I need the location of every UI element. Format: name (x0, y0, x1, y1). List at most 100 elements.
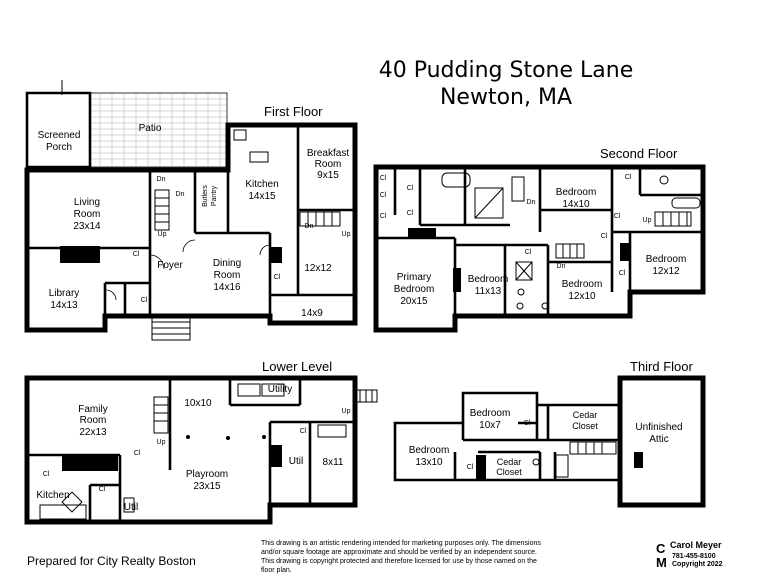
disclaimer-line-1: This drawing is an artistic rendering in… (261, 540, 541, 547)
lower-util-block (271, 445, 282, 467)
pantry-label: Pantry (211, 185, 218, 206)
primary-bedroom-name-2: Bedroom (394, 284, 435, 295)
family-room-size: 22x13 (79, 427, 107, 438)
lower-level-plan: Lower Level (24, 359, 378, 525)
bedroom-12x10-size: 12x10 (568, 291, 596, 302)
playroom-name: Playroom (186, 469, 228, 480)
screened-porch-walls (25, 91, 92, 169)
dining-room-name-2: Room (214, 270, 241, 281)
closet-label: Cl (141, 297, 148, 304)
living-room-name-2: Room (74, 209, 101, 220)
first-floor-title: First Floor (264, 104, 323, 119)
second-floor-exterior-walls (373, 164, 706, 333)
room-10x10-label: 10x10 (184, 398, 212, 409)
living-fireplace (60, 246, 100, 263)
playroom-size: 23x15 (193, 481, 221, 492)
cedar-closet-label-1: Cedar (573, 410, 598, 420)
closet-label: Cl (601, 233, 608, 240)
bedroom-12x12-size: 12x12 (652, 266, 680, 277)
patio-pavers: Patio (89, 92, 228, 168)
up-label: Up (157, 439, 166, 446)
third-floor-plan: Third Floor Bedroom 10x7 Bedroom 13x10 (393, 359, 706, 508)
closet-label: Cl (524, 420, 531, 427)
dn-label: Dn (176, 191, 185, 198)
library-name: Library (49, 288, 80, 299)
dn-label: Dn (157, 176, 166, 183)
closet-label: Cl (614, 213, 621, 220)
primary-bedroom-size: 20x15 (400, 296, 428, 307)
unfinished-attic-label-2: Attic (649, 434, 668, 445)
foyer-label: Foyer (157, 260, 183, 271)
up-label: Up (158, 231, 167, 238)
disclaimer-line-3: This drawing is copyright protected and … (261, 558, 537, 565)
lower-kitchen-label: Kitchen (36, 490, 69, 501)
cedar-closet-b-label-2: Closet (496, 467, 522, 477)
closet-label: Cl (407, 210, 414, 217)
attic-chimney (634, 452, 643, 468)
kitchen-size: 14x15 (248, 191, 276, 202)
third-floor-title: Third Floor (630, 359, 694, 374)
closet-label: Cl (274, 274, 281, 281)
room-12x12-label: 12x12 (304, 263, 332, 274)
unfinished-attic-label-1: Unfinished (635, 422, 682, 433)
bedroom-fireplace (453, 268, 461, 292)
breakfast-name: Breakfast (307, 148, 349, 159)
closet-label: Cl (133, 251, 140, 258)
up-label: Up (342, 408, 351, 415)
bedroom-14x10-size: 14x10 (562, 199, 590, 210)
closet-label: Cl (380, 213, 387, 220)
breakfast-name-2: Room (315, 159, 342, 170)
disclaimer-line-2: and/or square footage are approximate an… (261, 549, 537, 556)
closet-label: Cl (625, 174, 632, 181)
closet-label: Cl (467, 464, 474, 471)
second-floor-plan: Second Floor (373, 146, 706, 333)
library-size: 14x13 (50, 300, 78, 311)
family-room-fireplace (62, 454, 118, 471)
bedroom-13x10-size: 13x10 (415, 457, 443, 468)
third-floor-fixtures (532, 441, 617, 478)
dn-label: Dn (527, 199, 536, 206)
dn-label: Dn (305, 223, 314, 230)
carol-meyer-logo: C M Carol Meyer 781-455-8100 Copyright 2… (656, 540, 723, 570)
dining-room-name: Dining (213, 258, 241, 269)
first-floor-interior-walls (27, 125, 355, 316)
family-room-name-2: Room (80, 415, 107, 426)
closet-label: Cl (99, 486, 106, 493)
closet-label: Cl (619, 270, 626, 277)
disclaimer-line-4: floor plan. (261, 567, 292, 574)
util-label-a: Util (289, 456, 303, 467)
bedroom-13x10-name: Bedroom (409, 445, 450, 456)
bedroom-12x10-name: Bedroom (562, 279, 603, 290)
first-floor-stairs (151, 189, 341, 341)
room-8x11-label: 8x11 (323, 457, 344, 468)
closet-label: Cl (43, 471, 50, 478)
first-floor-plan: First Floor Patio Screened (24, 80, 358, 341)
bedroom-14x10-name: Bedroom (556, 187, 597, 198)
logo-phone: 781-455-8100 (672, 553, 716, 560)
lower-level-interior-walls (27, 378, 355, 522)
cooktop (249, 151, 269, 163)
closet-label: Cl (380, 175, 387, 182)
address-line-1: 40 Pudding Stone Lane (379, 58, 634, 83)
lower-level-title: Lower Level (262, 359, 332, 374)
closet-label: Cl (525, 249, 532, 256)
third-floor-interior-walls (453, 405, 620, 480)
second-floor-fixtures (441, 172, 701, 310)
up-label: Up (643, 217, 652, 224)
primary-bedroom-name: Primary (397, 272, 431, 283)
dn-label: Dn (557, 263, 566, 270)
bedroom-10x7-name: Bedroom (470, 408, 511, 419)
logo-initial-c: C (656, 541, 666, 556)
cedar-closet-b-label-1: Cedar (497, 457, 522, 467)
bedroom-12x12-name: Bedroom (646, 254, 687, 265)
dining-fireplace (271, 247, 282, 263)
room-14x9-label: 14x9 (301, 308, 323, 319)
closet-label: Cl (407, 185, 414, 192)
closet-label: Cl (300, 428, 307, 435)
bedroom-11x13-name: Bedroom (468, 274, 509, 285)
utility-label: Utility (268, 384, 292, 395)
third-floor-chimney (476, 455, 486, 480)
up-label: Up (342, 231, 351, 238)
bedroom-fireplace-2 (620, 243, 629, 261)
